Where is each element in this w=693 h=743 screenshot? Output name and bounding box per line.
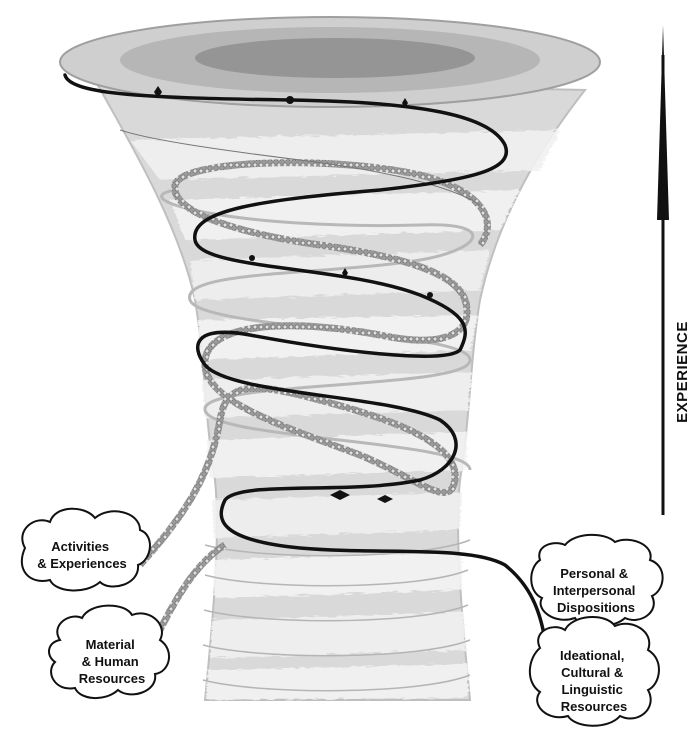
experience-axis-label: EXPERIENCE <box>674 321 691 423</box>
rim-inner <box>195 38 475 78</box>
cloud-activities-experiences: Activities & Experiences <box>22 509 150 591</box>
experience-arrow-head <box>657 25 669 220</box>
cloud-material-human-resources: Material & Human Resources <box>49 606 169 698</box>
funnel-rim <box>60 17 600 107</box>
material-label: Material & Human Resources <box>79 637 145 686</box>
experience-axis: EXPERIENCE <box>657 25 691 515</box>
personal-label: Personal & Interpersonal Dispositions <box>553 566 639 615</box>
cloud-personal-dispositions: Personal & Interpersonal Dispositions <box>531 535 662 626</box>
cloud-ideational-resources: Ideational, Cultural & Linguistic Resour… <box>530 617 659 726</box>
